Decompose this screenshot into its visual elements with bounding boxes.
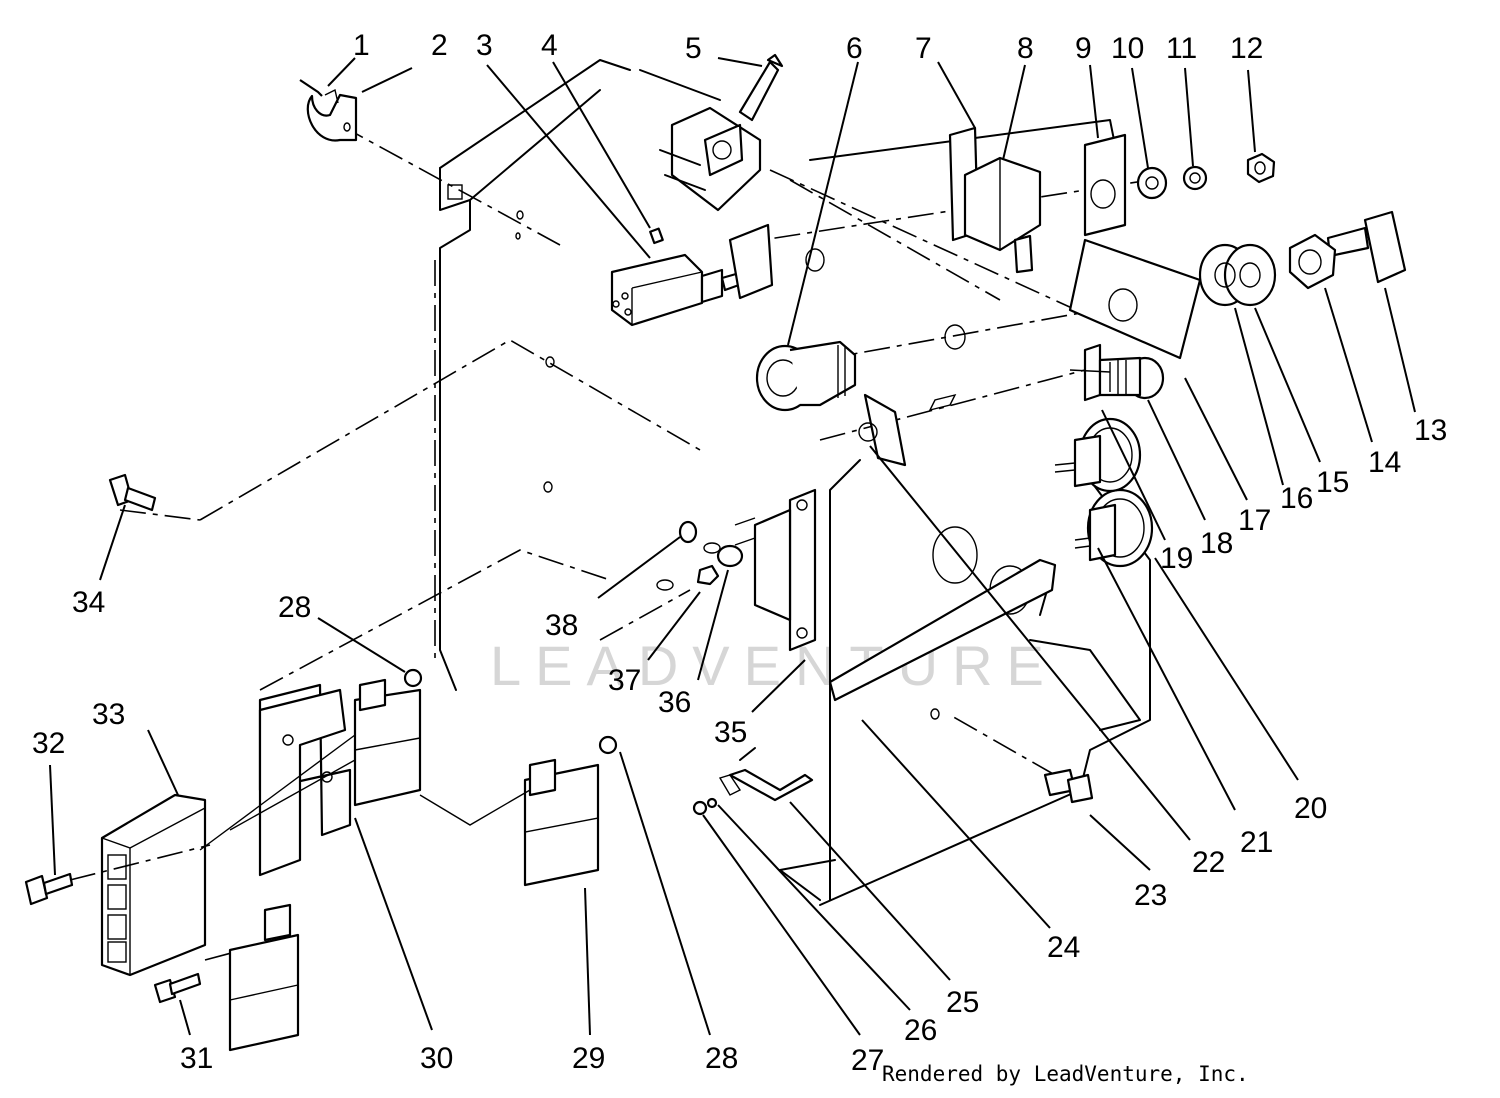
part-10-washer <box>1136 166 1168 200</box>
callout-28-top: 28 <box>278 591 311 624</box>
part-9-bezel-plate <box>1083 133 1127 237</box>
part-32-bolt <box>24 872 74 906</box>
callout-4: 4 <box>541 29 558 62</box>
callout-23: 23 <box>1134 879 1167 912</box>
callout-7: 7 <box>915 32 932 65</box>
callout-33: 33 <box>92 698 125 731</box>
callout-24: 24 <box>1047 931 1080 964</box>
callout-27: 27 <box>851 1044 884 1077</box>
part-21-gauge <box>1054 417 1142 493</box>
callout-14: 14 <box>1368 446 1401 479</box>
callout-11: 11 <box>1166 32 1197 65</box>
part-14-nut <box>1288 233 1337 290</box>
callout-25: 25 <box>946 986 979 1019</box>
part-13-key <box>1326 210 1407 284</box>
callout-35: 35 <box>714 716 747 749</box>
callout-26: 26 <box>904 1014 937 1047</box>
part-8-ignition-switch <box>963 156 1042 274</box>
callout-36: 36 <box>658 686 691 719</box>
callout-16: 16 <box>1280 482 1313 515</box>
callout-1: 1 <box>353 29 370 62</box>
callout-13: 13 <box>1414 414 1447 447</box>
part-26-27-nut-washer <box>692 797 718 816</box>
part-12-nut <box>1246 152 1276 184</box>
callout-30: 30 <box>420 1042 453 1075</box>
part-35-relay-bracket <box>734 488 817 652</box>
part-15-16-bezel-ring <box>1198 243 1277 307</box>
part-29-relay <box>523 758 600 887</box>
part-37-nut <box>696 564 720 586</box>
callout-20: 20 <box>1294 792 1327 825</box>
callout-19: 19 <box>1160 542 1193 575</box>
part-28-nut-upper <box>403 668 423 688</box>
part-6-push-button <box>755 340 857 412</box>
part-31-relay <box>153 903 300 1052</box>
callout-12: 12 <box>1230 32 1263 65</box>
callout-31: 31 <box>180 1042 213 1075</box>
part-36-washer <box>716 544 744 568</box>
part-38-nut <box>678 520 698 544</box>
render-credit: Rendered by LeadVenture, Inc. <box>882 1062 1249 1086</box>
part-17-plate <box>1068 238 1202 360</box>
part-24-rod <box>828 558 1057 702</box>
callout-8: 8 <box>1017 32 1034 65</box>
part-18-19-indicator-lamp <box>1069 343 1165 402</box>
callout-2: 2 <box>431 29 448 62</box>
callout-38: 38 <box>545 609 578 642</box>
callout-22: 22 <box>1192 846 1225 879</box>
callout-32: 32 <box>32 727 65 760</box>
callout-29: 29 <box>572 1042 605 1075</box>
callout-21: 21 <box>1240 826 1273 859</box>
part-5-lever-switch <box>639 53 784 212</box>
part-3-toggle-switch <box>610 223 774 327</box>
part-22-mounting-bracket <box>858 393 957 467</box>
callout-34: 34 <box>72 586 105 619</box>
part-20-gauge <box>1074 488 1154 568</box>
leadventure-watermark: LEADVENTURE <box>490 634 1058 697</box>
part-28-nut-lower <box>598 735 618 755</box>
part-11-lock-washer <box>1182 165 1208 191</box>
part-1-2-clip-bracket <box>299 79 358 142</box>
callout-5: 5 <box>685 32 702 65</box>
part-33-connector-box <box>100 793 207 977</box>
leader-lines <box>49 57 1416 1036</box>
part-34-bolt <box>108 473 157 512</box>
left-panel-plate <box>439 59 631 691</box>
callout-28-bottom: 28 <box>705 1042 738 1075</box>
callout-labels: 1 2 3 4 5 6 7 8 9 10 11 12 13 14 15 16 1… <box>32 29 1447 1077</box>
callout-37: 37 <box>608 664 641 697</box>
callout-15: 15 <box>1316 466 1349 499</box>
callout-10: 10 <box>1111 32 1144 65</box>
callout-18: 18 <box>1200 527 1233 560</box>
part-30-relay <box>258 678 422 877</box>
callout-6: 6 <box>846 32 863 65</box>
callout-17: 17 <box>1238 504 1271 537</box>
part-25-clip <box>718 747 814 802</box>
callout-3: 3 <box>476 29 493 62</box>
callout-9: 9 <box>1075 32 1092 65</box>
part-23-bolt <box>1043 768 1094 804</box>
part-4-pin <box>649 227 664 245</box>
